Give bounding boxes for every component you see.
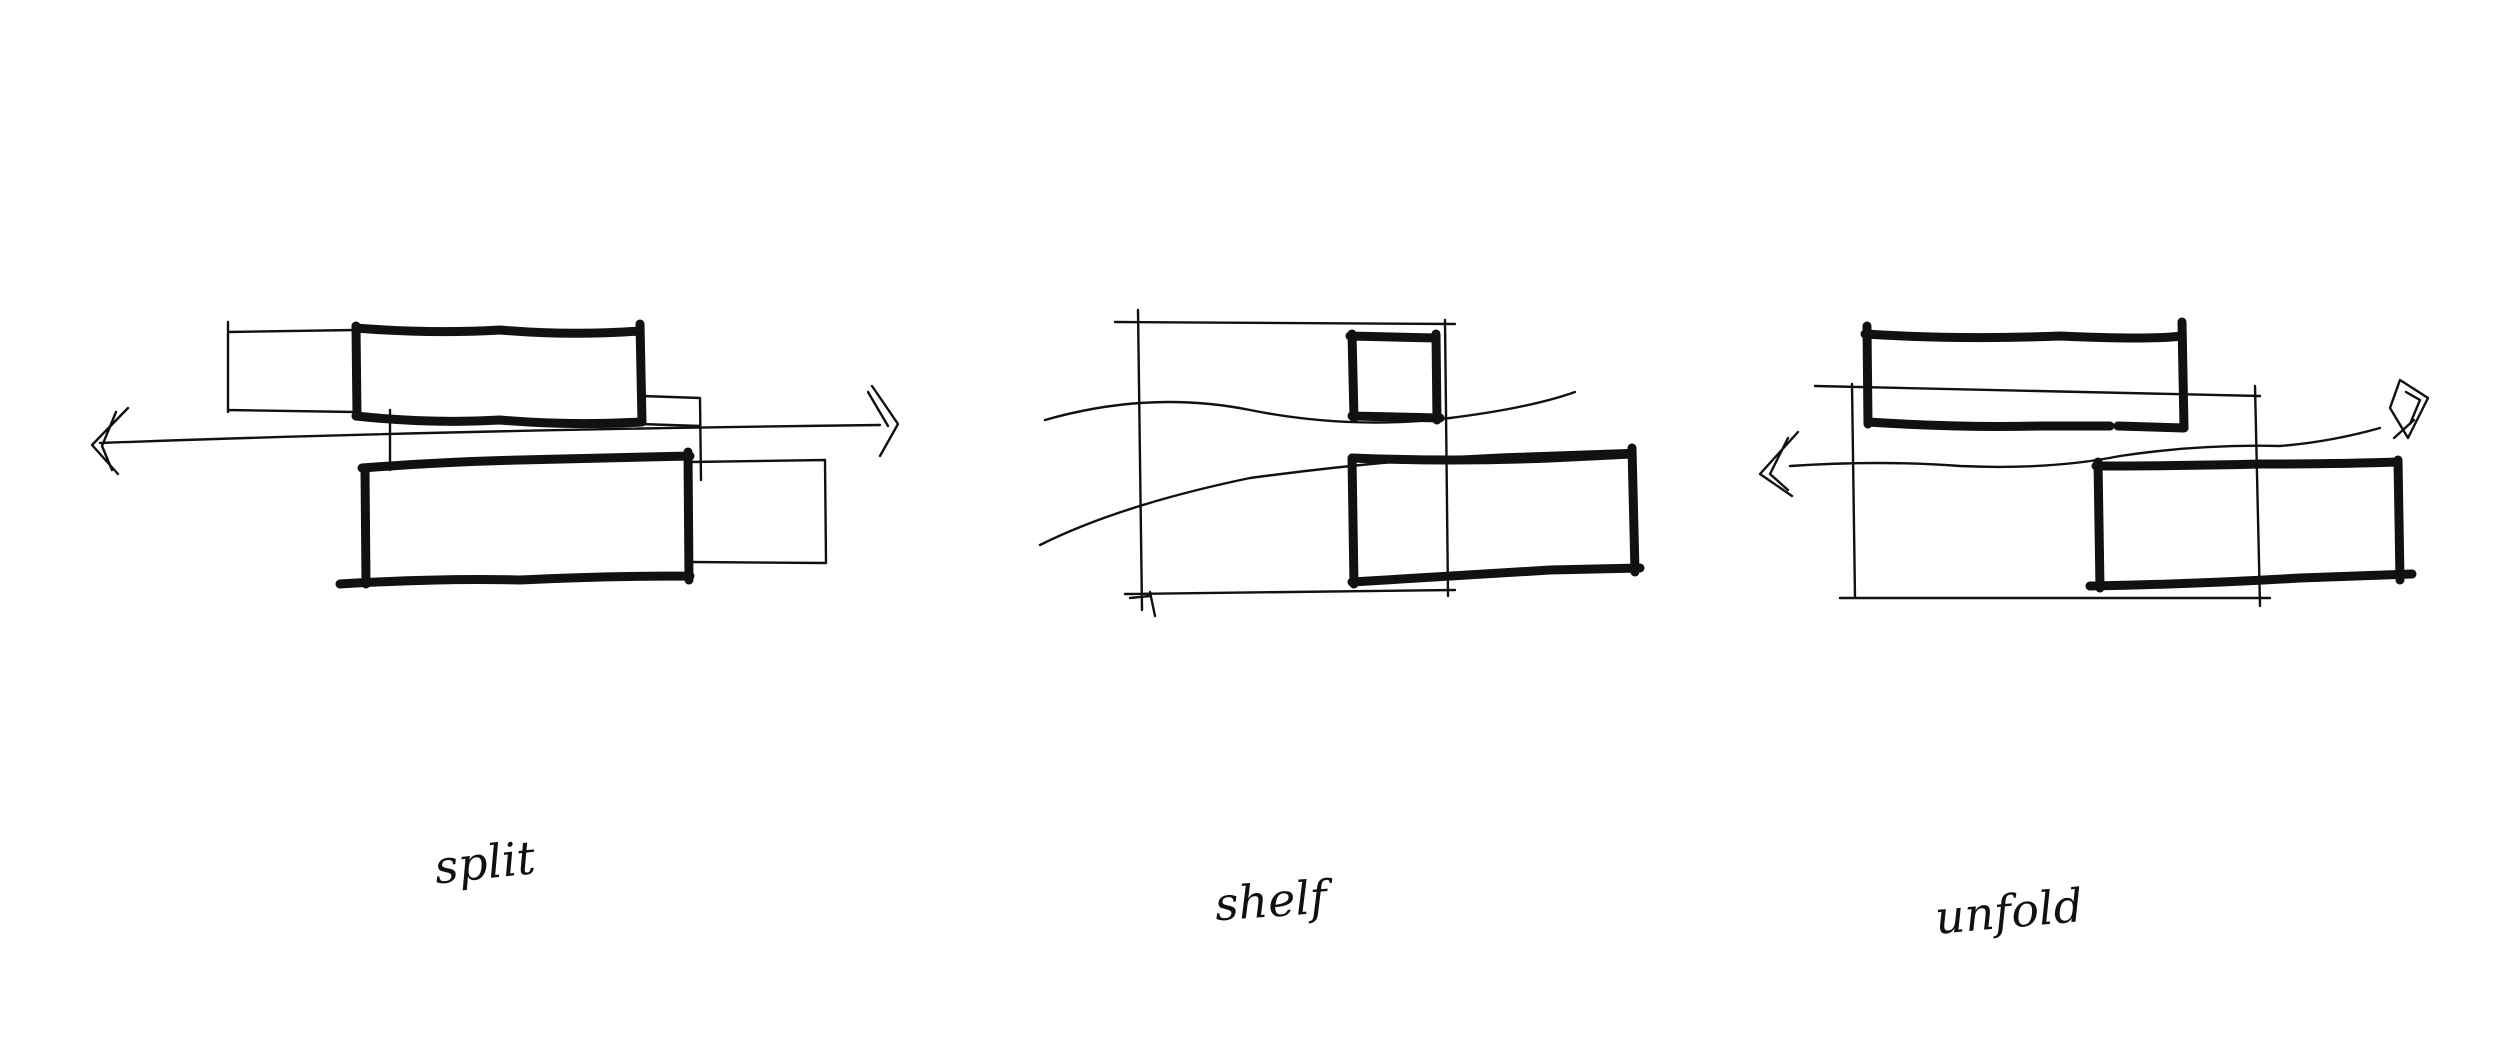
shelf-upper-volume <box>1345 329 1445 425</box>
split-right-arrow-icon <box>866 384 900 458</box>
unfold-frame <box>1813 382 2272 608</box>
shelf-wave-lower <box>1038 448 1637 547</box>
unfold-left-arrow-icon <box>1758 430 1800 498</box>
split-upper-volume <box>351 319 647 429</box>
shelf-frame <box>1113 308 1457 612</box>
shelf-wave-upper <box>1043 390 1577 424</box>
shelf-label: shelf <box>1213 869 1336 931</box>
unfold-wave-axis <box>1788 426 2382 469</box>
split-lower-volume <box>335 447 695 589</box>
split-diagram-icon: split <box>90 319 900 895</box>
split-label: split <box>432 830 539 894</box>
unfold-label: unfold <box>1933 878 2085 945</box>
split-axis-line <box>98 423 882 445</box>
unfold-upper-volume <box>1860 317 2189 433</box>
shelf-lower-volume <box>1347 443 1645 589</box>
split-thin-upper-box <box>226 320 357 414</box>
unfold-diagram-icon: unfold <box>1758 317 2430 945</box>
unfold-lower-volume <box>2085 455 2417 593</box>
split-left-arrow-icon <box>90 406 130 476</box>
split-upper-tail <box>638 394 703 482</box>
shelf-diagram-icon: shelf <box>1038 308 1645 931</box>
unfold-right-arrow-icon <box>2388 378 2430 440</box>
shelf-corner-mark <box>1128 590 1157 618</box>
split-thin-right-box <box>688 458 828 565</box>
